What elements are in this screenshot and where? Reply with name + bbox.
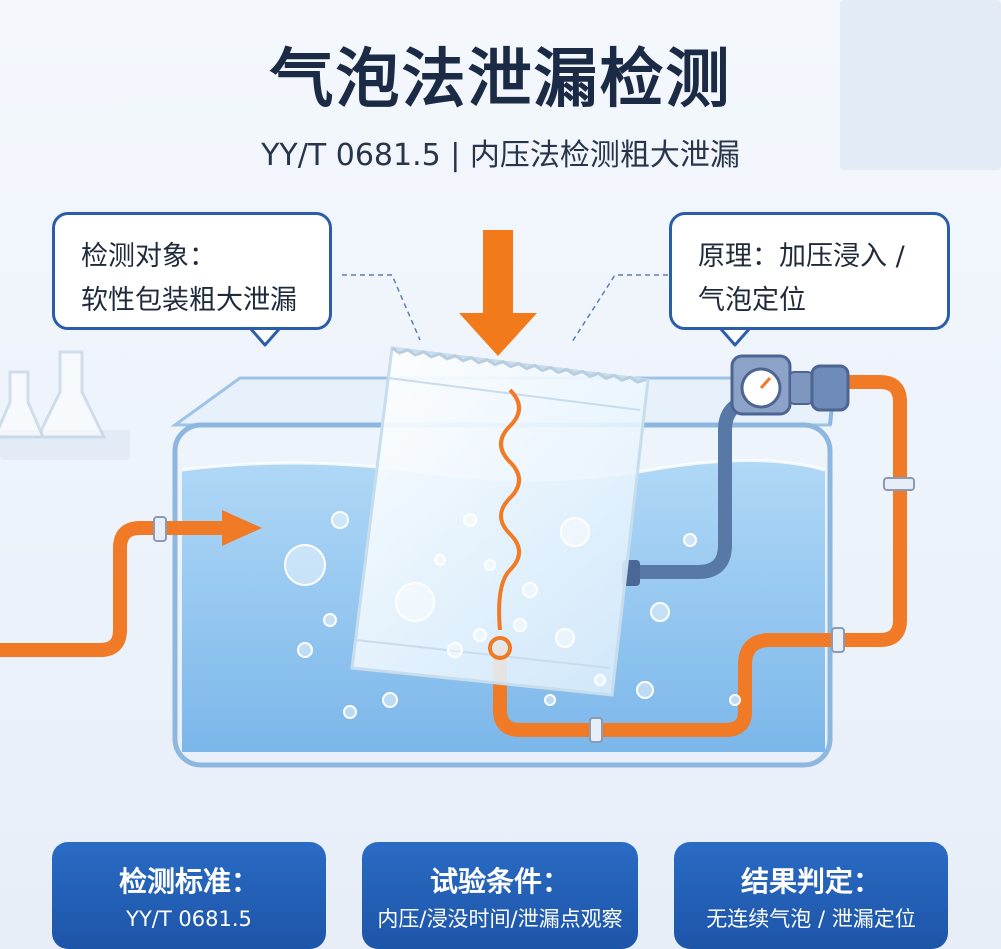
card-value: YY/T 0681.5	[126, 907, 252, 931]
leader-line-left	[342, 274, 421, 341]
callout-line: 气泡定位	[698, 285, 806, 316]
leader-line-right	[571, 274, 668, 343]
callout-principle: 原理：加压浸入 / 气泡定位	[669, 212, 950, 330]
card-title: 检测标准：	[118, 865, 259, 898]
flask-icon	[0, 350, 107, 439]
card-test-standard: 检测标准： YY/T 0681.5	[52, 842, 326, 949]
card-test-conditions: 试验条件： 内压/浸没时间/泄漏点观察	[362, 842, 638, 949]
callout-test-object: 检测对象： 软性包装粗大泄漏	[52, 212, 332, 330]
callout-line: 软性包装粗大泄漏	[81, 285, 297, 316]
air-path	[497, 388, 521, 631]
callout-line: 检测对象：	[81, 241, 216, 272]
pressure-gauge-icon	[730, 354, 850, 416]
card-value: 无连续气泡 / 泄漏定位	[706, 907, 916, 931]
bubbles	[284, 511, 741, 719]
down-arrow-icon	[459, 230, 537, 356]
inlet-pipe	[0, 521, 242, 657]
page-subtitle: YY/T 0681.5 | 内压法检测粗大泄漏	[261, 138, 740, 173]
inflow-arrow-icon	[222, 510, 262, 546]
callout-line: 原理：加压浸入 /	[698, 241, 905, 272]
card-value: 内压/浸没时间/泄漏点观察	[377, 907, 623, 931]
page-title: 气泡法泄漏检测	[269, 43, 732, 117]
card-title: 结果判定：	[740, 865, 881, 898]
card-result-judgment: 结果判定： 无连续气泡 / 泄漏定位	[674, 842, 948, 949]
card-title: 试验条件：	[429, 865, 570, 898]
pressure-pipe	[493, 375, 907, 737]
background-cabinet	[840, 0, 1001, 170]
